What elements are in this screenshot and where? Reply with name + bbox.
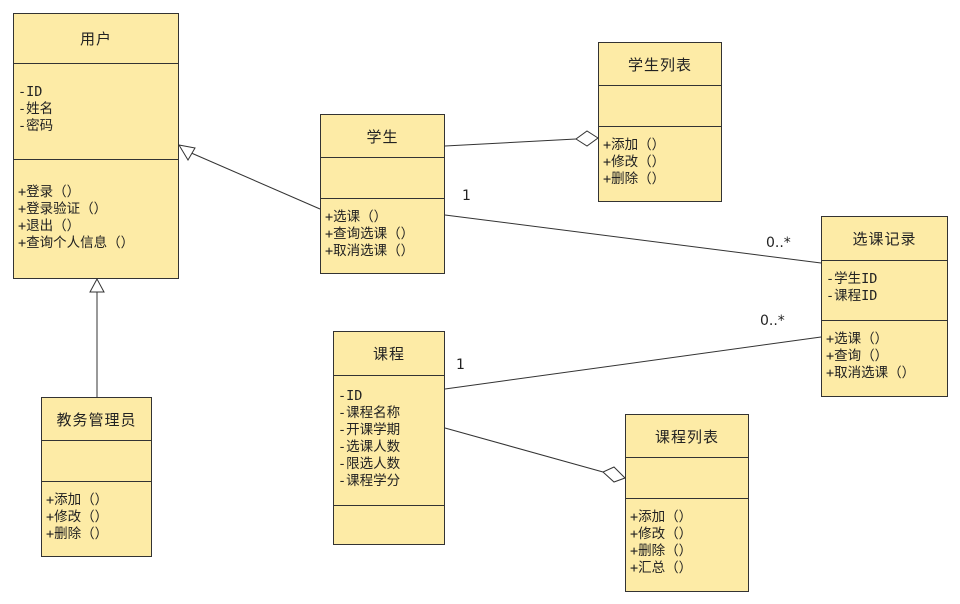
class-admin[interactable]: 教务管理员 +添加（） +修改（） +删除（） bbox=[41, 397, 152, 557]
method: +退出（） bbox=[18, 218, 81, 234]
class-user-methods: +登录（） +登录验证（） +退出（） +查询个人信息（） bbox=[14, 160, 178, 278]
attribute: -课程名称 bbox=[338, 405, 401, 421]
method: +删除（） bbox=[630, 543, 693, 559]
attribute: -限选人数 bbox=[338, 456, 401, 472]
class-student-list[interactable]: 学生列表 +添加（） +修改（） +删除（） bbox=[598, 42, 722, 202]
attribute: -选课人数 bbox=[338, 439, 401, 455]
method: +查询个人信息（） bbox=[18, 235, 135, 251]
attribute: -密码 bbox=[18, 118, 54, 134]
class-student-list-attributes bbox=[599, 86, 721, 127]
generalization-student-user bbox=[188, 151, 321, 210]
aggregation-student-list bbox=[444, 138, 577, 147]
class-course-list-methods: +添加（） +修改（） +删除（） +汇总（） bbox=[626, 499, 748, 591]
method: +删除（） bbox=[603, 171, 666, 187]
class-user-attributes: -ID -姓名 -密码 bbox=[14, 64, 178, 160]
attribute: -ID bbox=[338, 388, 363, 404]
class-course-list[interactable]: 课程列表 +添加（） +修改（） +删除（） +汇总（） bbox=[625, 414, 749, 592]
generalization-arrowhead-admin bbox=[89, 277, 105, 293]
class-enrollment-attributes: -学生ID -课程ID bbox=[822, 261, 947, 321]
aggregation-course-list bbox=[444, 427, 604, 473]
class-enrollment-title: 选课记录 bbox=[822, 217, 947, 261]
aggregation-diamond-student-list bbox=[575, 130, 599, 147]
class-admin-methods: +添加（） +修改（） +删除（） bbox=[42, 482, 151, 556]
method: +取消选课（） bbox=[325, 243, 415, 259]
class-course[interactable]: 课程 -ID -课程名称 -开课学期 -选课人数 -限选人数 -课程学分 bbox=[333, 331, 445, 545]
method: +登录验证（） bbox=[18, 201, 108, 217]
association-student-enrollment bbox=[444, 214, 822, 264]
method: +修改（） bbox=[46, 509, 109, 525]
association-course-enrollment bbox=[444, 336, 822, 390]
method: +查询（） bbox=[826, 348, 889, 364]
class-student-methods: +选课（） +查询选课（） +取消选课（） bbox=[321, 199, 444, 273]
class-student[interactable]: 学生 +选课（） +查询选课（） +取消选课（） bbox=[320, 114, 445, 274]
method: +修改（） bbox=[603, 154, 666, 170]
multiplicity-student-end: 1 bbox=[462, 188, 471, 204]
method: +选课（） bbox=[325, 209, 388, 225]
method: +取消选课（） bbox=[826, 365, 916, 381]
attribute: -姓名 bbox=[18, 101, 54, 117]
attribute: -课程学分 bbox=[338, 473, 401, 489]
method: +查询选课（） bbox=[325, 226, 415, 242]
aggregation-diamond-course-list bbox=[602, 466, 626, 483]
class-admin-attributes bbox=[42, 441, 151, 482]
method: +添加（） bbox=[630, 509, 693, 525]
class-student-attributes bbox=[321, 158, 444, 199]
method: +选课（） bbox=[826, 331, 889, 347]
method: +修改（） bbox=[630, 526, 693, 542]
class-course-attributes: -ID -课程名称 -开课学期 -选课人数 -限选人数 -课程学分 bbox=[334, 376, 444, 506]
class-course-list-attributes bbox=[626, 458, 748, 499]
attribute: -课程ID bbox=[826, 288, 878, 304]
class-enrollment-methods: +选课（） +查询（） +取消选课（） bbox=[822, 321, 947, 396]
attribute: -ID bbox=[18, 84, 43, 100]
class-course-list-title: 课程列表 bbox=[626, 415, 748, 458]
attribute: -开课学期 bbox=[338, 422, 401, 438]
method: +汇总（） bbox=[630, 560, 693, 576]
class-admin-title: 教务管理员 bbox=[42, 398, 151, 441]
multiplicity-enrollment-student-end: 0..* bbox=[766, 235, 791, 251]
method: +删除（） bbox=[46, 526, 109, 542]
class-enrollment[interactable]: 选课记录 -学生ID -课程ID +选课（） +查询（） +取消选课（） bbox=[821, 216, 948, 397]
attribute: -学生ID bbox=[826, 271, 878, 287]
class-student-list-methods: +添加（） +修改（） +删除（） bbox=[599, 127, 721, 201]
class-user[interactable]: 用户 -ID -姓名 -密码 +登录（） +登录验证（） +退出（） +查询个人… bbox=[13, 13, 179, 279]
class-course-title: 课程 bbox=[334, 332, 444, 376]
class-student-list-title: 学生列表 bbox=[599, 43, 721, 86]
multiplicity-course-end: 1 bbox=[456, 357, 465, 373]
class-course-methods bbox=[334, 506, 444, 544]
method: +添加（） bbox=[603, 137, 666, 153]
method: +登录（） bbox=[18, 184, 81, 200]
multiplicity-enrollment-course-end: 0..* bbox=[760, 313, 785, 329]
method: +添加（） bbox=[46, 492, 109, 508]
class-user-title: 用户 bbox=[14, 14, 178, 64]
class-student-title: 学生 bbox=[321, 115, 444, 158]
generalization-arrowhead-student bbox=[177, 144, 196, 161]
